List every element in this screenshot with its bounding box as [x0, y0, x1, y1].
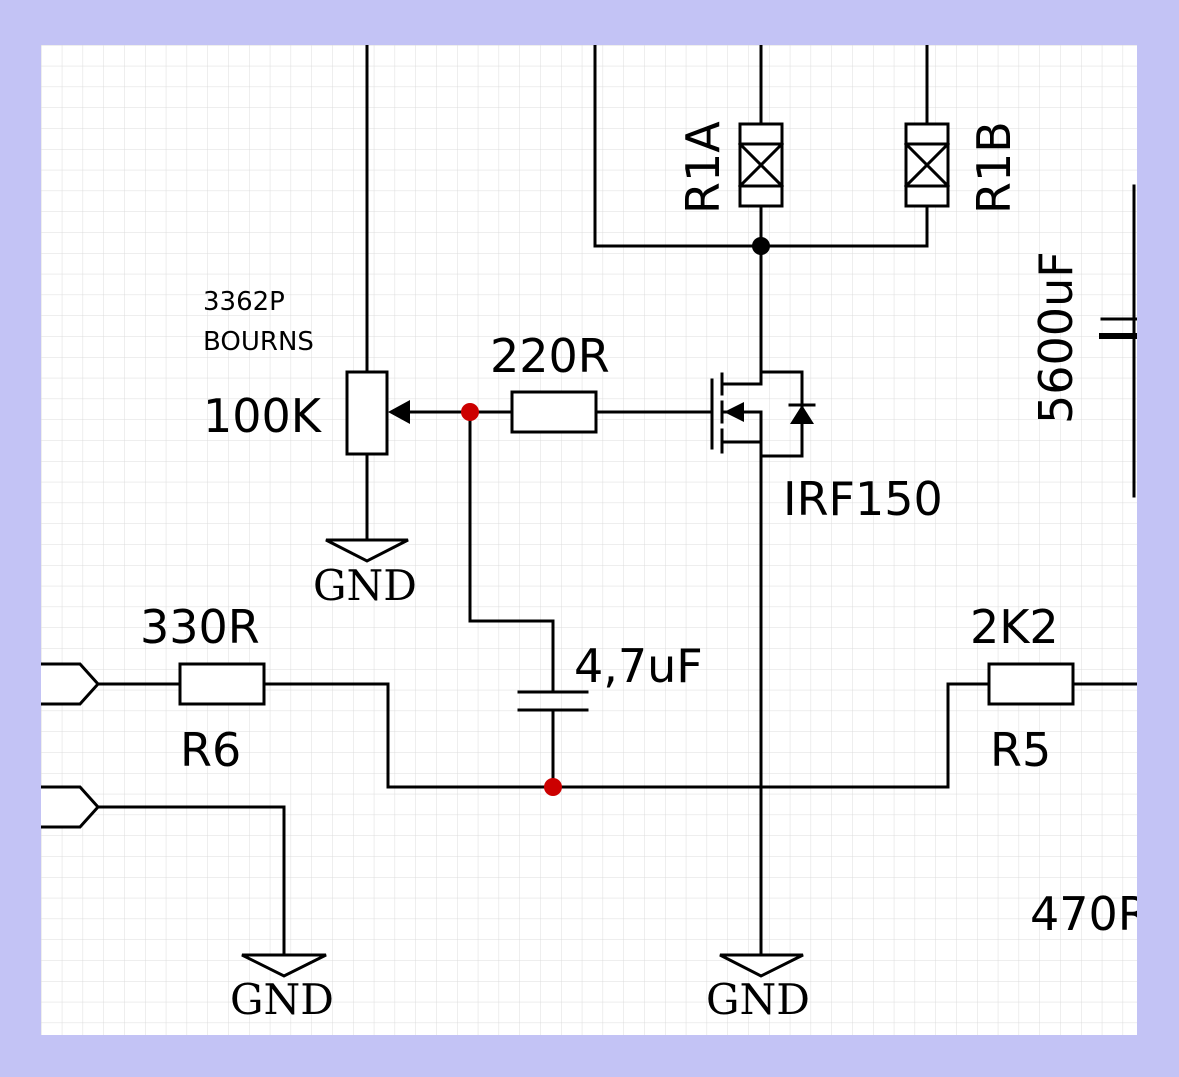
- junction-bus-node: [544, 778, 562, 796]
- relay-r1b-x2: [903, 141, 951, 189]
- gnd-label-pot: GND: [313, 561, 417, 610]
- r-gate-label: 220R: [490, 329, 610, 383]
- pot-part-label: 3362P: [203, 287, 285, 317]
- pot-maker-label: BOURNS: [203, 327, 314, 357]
- gnd-symbol-mosfet: [719, 953, 804, 978]
- potentiometer-body: [345, 370, 389, 456]
- mosfet-diode-triangle: [790, 405, 814, 424]
- cap-small-label: 4,7uF: [574, 639, 703, 693]
- resistor-r5: [987, 662, 1075, 706]
- relay-b-label: R1B: [967, 121, 1021, 214]
- partial-value-label: 470R: [1030, 887, 1150, 941]
- r6-name-label: R6: [180, 723, 241, 777]
- mosfet-label: IRF150: [783, 472, 943, 526]
- junction-gate-node: [461, 403, 479, 421]
- input-connector-2: [41, 785, 101, 829]
- grid: [41, 45, 1137, 1035]
- pot-value-label: 100K: [203, 389, 323, 443]
- relay-r1a-x2: [737, 141, 785, 189]
- junction-relay: [752, 237, 770, 255]
- resistor-220r: [510, 390, 598, 434]
- gnd-symbol-pot: [325, 538, 409, 563]
- r5-name-label: R5: [990, 723, 1051, 777]
- pot-wiper-arrow: [388, 400, 410, 424]
- cap-big-label: 5600uF: [1029, 251, 1083, 424]
- gnd-label-left: GND: [230, 975, 334, 1024]
- relay-a-label: R1A: [676, 121, 730, 214]
- input-connector-1: [41, 662, 101, 706]
- resistor-r6: [178, 662, 266, 706]
- r6-value-label: 330R: [140, 600, 260, 654]
- gnd-label-mosfet: GND: [706, 975, 810, 1024]
- gnd-symbol-left: [241, 953, 327, 978]
- mosfet-arrow: [724, 402, 744, 422]
- r5-value-label: 2K2: [970, 600, 1059, 654]
